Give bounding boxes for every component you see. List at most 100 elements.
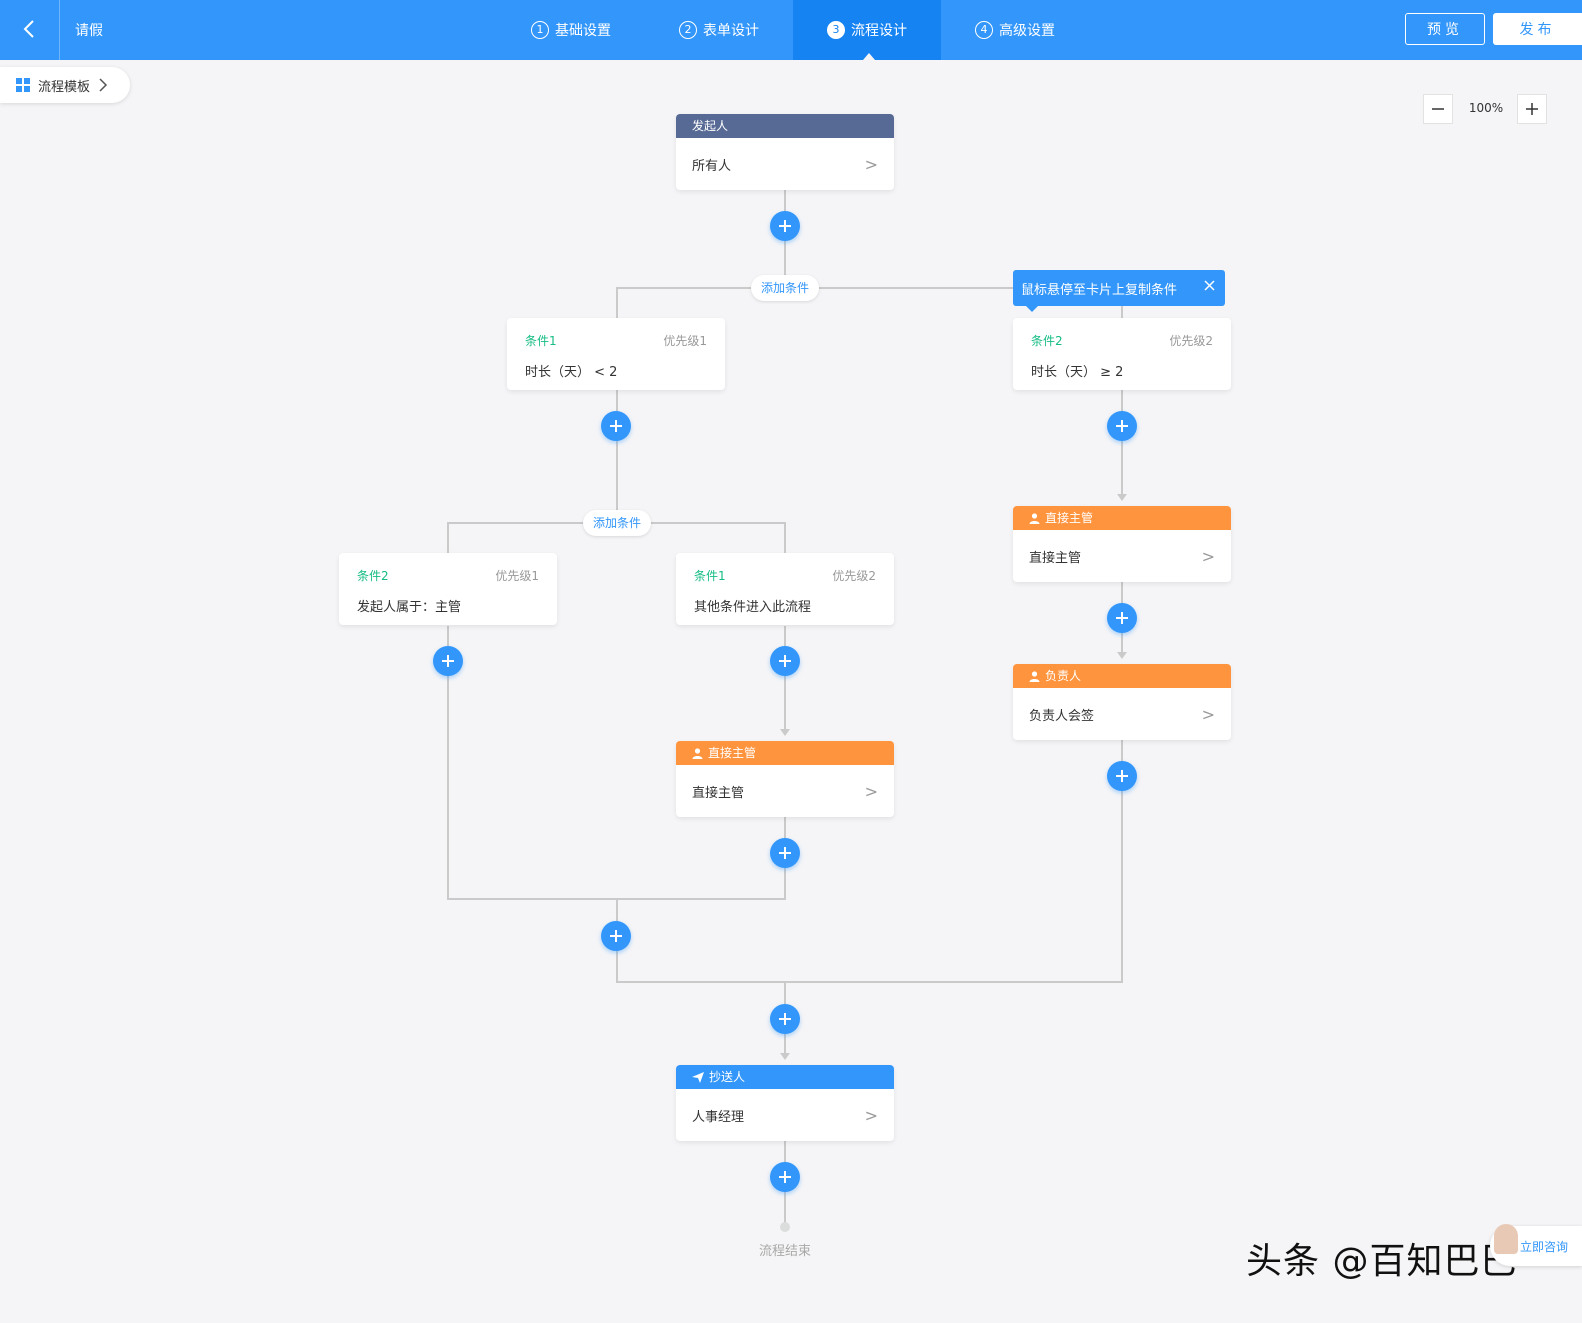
node-body: 所有人 > bbox=[676, 138, 894, 190]
template-label: 流程模板 bbox=[38, 79, 91, 95]
condition-card[interactable]: 条件1 优先级2 其他条件进入此流程 bbox=[676, 553, 894, 625]
zoom-level: 100% bbox=[1468, 101, 1504, 115]
plus-icon bbox=[442, 655, 454, 667]
copy-condition-tooltip: 鼠标悬停至卡片上复制条件 bbox=[1013, 270, 1225, 306]
plus-icon bbox=[779, 1013, 791, 1025]
add-node-button[interactable] bbox=[1107, 761, 1137, 791]
condition-priority: 优先级1 bbox=[495, 569, 539, 583]
node-content: 所有人 bbox=[692, 158, 732, 174]
chevron-right-icon: > bbox=[864, 154, 878, 174]
add-condition-button[interactable]: 添加条件 bbox=[751, 275, 820, 301]
step-process-design[interactable]: 3 流程设计 bbox=[793, 0, 941, 60]
add-node-button[interactable] bbox=[601, 411, 631, 441]
node-header: 直接主管 bbox=[676, 741, 894, 765]
step-form-design[interactable]: 2 表单设计 bbox=[645, 0, 793, 60]
step-label: 基础设置 bbox=[555, 23, 611, 39]
node-title: 抄送人 bbox=[709, 1070, 746, 1084]
tooltip-tail bbox=[1026, 306, 1038, 312]
chevron-right-icon bbox=[99, 78, 108, 92]
consult-label: 立即咨询 bbox=[1520, 1240, 1569, 1254]
process-template-button[interactable]: 流程模板 bbox=[0, 67, 130, 103]
node-title: 负责人 bbox=[1045, 669, 1082, 683]
node-content: 直接主管 bbox=[692, 785, 745, 801]
approver-node[interactable]: 直接主管 直接主管 > bbox=[1013, 506, 1231, 582]
step-number: 4 bbox=[975, 21, 993, 39]
top-header: 请假 1 基础设置 2 表单设计 3 流程设计 4 高级设置 预览 发布 bbox=[0, 0, 1582, 60]
condition-card[interactable]: 条件1 优先级1 时长（天） < 2 bbox=[507, 318, 725, 390]
back-button[interactable] bbox=[0, 0, 60, 60]
step-label: 表单设计 bbox=[703, 23, 759, 39]
cc-node[interactable]: 抄送人 人事经理 > bbox=[676, 1065, 894, 1141]
active-step-caret bbox=[863, 53, 875, 60]
step-number: 3 bbox=[827, 21, 845, 39]
plus-icon bbox=[779, 220, 791, 232]
node-header: 直接主管 bbox=[1013, 506, 1231, 530]
node-title: 直接主管 bbox=[708, 746, 757, 760]
send-icon bbox=[692, 1071, 704, 1083]
start-node[interactable]: 发起人 所有人 > bbox=[676, 114, 894, 190]
node-header: 发起人 bbox=[676, 114, 894, 138]
add-node-button[interactable] bbox=[1107, 603, 1137, 633]
condition-name: 条件1 bbox=[525, 334, 557, 348]
chevron-left-icon bbox=[23, 20, 34, 38]
plus-icon bbox=[1526, 103, 1538, 115]
plus-icon bbox=[779, 655, 791, 667]
consult-button[interactable]: 立即咨询 bbox=[1490, 1224, 1582, 1266]
zoom-out-button[interactable] bbox=[1423, 94, 1453, 124]
user-icon bbox=[1029, 512, 1040, 524]
plus-icon bbox=[1116, 420, 1128, 432]
plus-icon bbox=[610, 930, 622, 942]
add-node-button[interactable] bbox=[770, 646, 800, 676]
chevron-right-icon: > bbox=[1201, 704, 1215, 724]
end-dot bbox=[780, 1222, 790, 1232]
condition-text: 时长（天） ≥ 2 bbox=[1031, 365, 1124, 380]
plus-icon bbox=[1116, 612, 1128, 624]
step-label: 流程设计 bbox=[851, 23, 907, 39]
chevron-right-icon: > bbox=[864, 1105, 878, 1125]
condition-card[interactable]: 条件2 优先级2 时长（天） ≥ 2 bbox=[1013, 318, 1231, 390]
node-body: 直接主管 > bbox=[1013, 530, 1231, 582]
step-basic-settings[interactable]: 1 基础设置 bbox=[497, 0, 645, 60]
node-content: 人事经理 bbox=[692, 1109, 745, 1125]
add-node-button[interactable] bbox=[601, 921, 631, 951]
node-content: 直接主管 bbox=[1029, 550, 1082, 566]
zoom-in-button[interactable] bbox=[1517, 94, 1547, 124]
close-icon[interactable] bbox=[1204, 280, 1215, 295]
plus-icon bbox=[1116, 770, 1128, 782]
add-node-button[interactable] bbox=[1107, 411, 1137, 441]
node-body: 负责人会签 > bbox=[1013, 688, 1231, 740]
step-advanced-settings[interactable]: 4 高级设置 bbox=[941, 0, 1089, 60]
add-node-button[interactable] bbox=[770, 838, 800, 868]
step-number: 1 bbox=[531, 21, 549, 39]
add-node-button[interactable] bbox=[770, 1162, 800, 1192]
add-condition-button[interactable]: 添加条件 bbox=[583, 510, 652, 536]
node-body: 直接主管 > bbox=[676, 765, 894, 817]
add-node-button[interactable] bbox=[770, 1004, 800, 1034]
condition-priority: 优先级2 bbox=[832, 569, 876, 583]
condition-name: 条件2 bbox=[1031, 334, 1063, 348]
node-title: 直接主管 bbox=[1045, 511, 1094, 525]
condition-text: 发起人属于：主管 bbox=[357, 600, 462, 615]
user-icon bbox=[1029, 670, 1040, 682]
chevron-right-icon: > bbox=[1201, 546, 1215, 566]
plus-icon bbox=[779, 1171, 791, 1183]
condition-name: 条件1 bbox=[694, 569, 726, 583]
condition-text: 时长（天） < 2 bbox=[525, 365, 618, 380]
user-icon bbox=[692, 747, 703, 759]
node-header: 负责人 bbox=[1013, 664, 1231, 688]
publish-button[interactable]: 发布 bbox=[1493, 13, 1582, 45]
condition-text: 其他条件进入此流程 bbox=[694, 600, 812, 615]
plus-icon bbox=[779, 847, 791, 859]
approver-node[interactable]: 负责人 负责人会签 > bbox=[1013, 664, 1231, 740]
approver-node[interactable]: 直接主管 直接主管 > bbox=[676, 741, 894, 817]
step-number: 2 bbox=[679, 21, 697, 39]
condition-priority: 优先级2 bbox=[1169, 334, 1213, 348]
add-node-button[interactable] bbox=[433, 646, 463, 676]
node-body: 人事经理 > bbox=[676, 1089, 894, 1141]
app-title: 请假 bbox=[75, 23, 103, 39]
preview-button[interactable]: 预览 bbox=[1405, 13, 1485, 45]
add-node-button[interactable] bbox=[770, 211, 800, 241]
node-content: 负责人会签 bbox=[1029, 708, 1095, 724]
condition-card[interactable]: 条件2 优先级1 发起人属于：主管 bbox=[339, 553, 557, 625]
process-end-label: 流程结束 bbox=[758, 1244, 811, 1259]
